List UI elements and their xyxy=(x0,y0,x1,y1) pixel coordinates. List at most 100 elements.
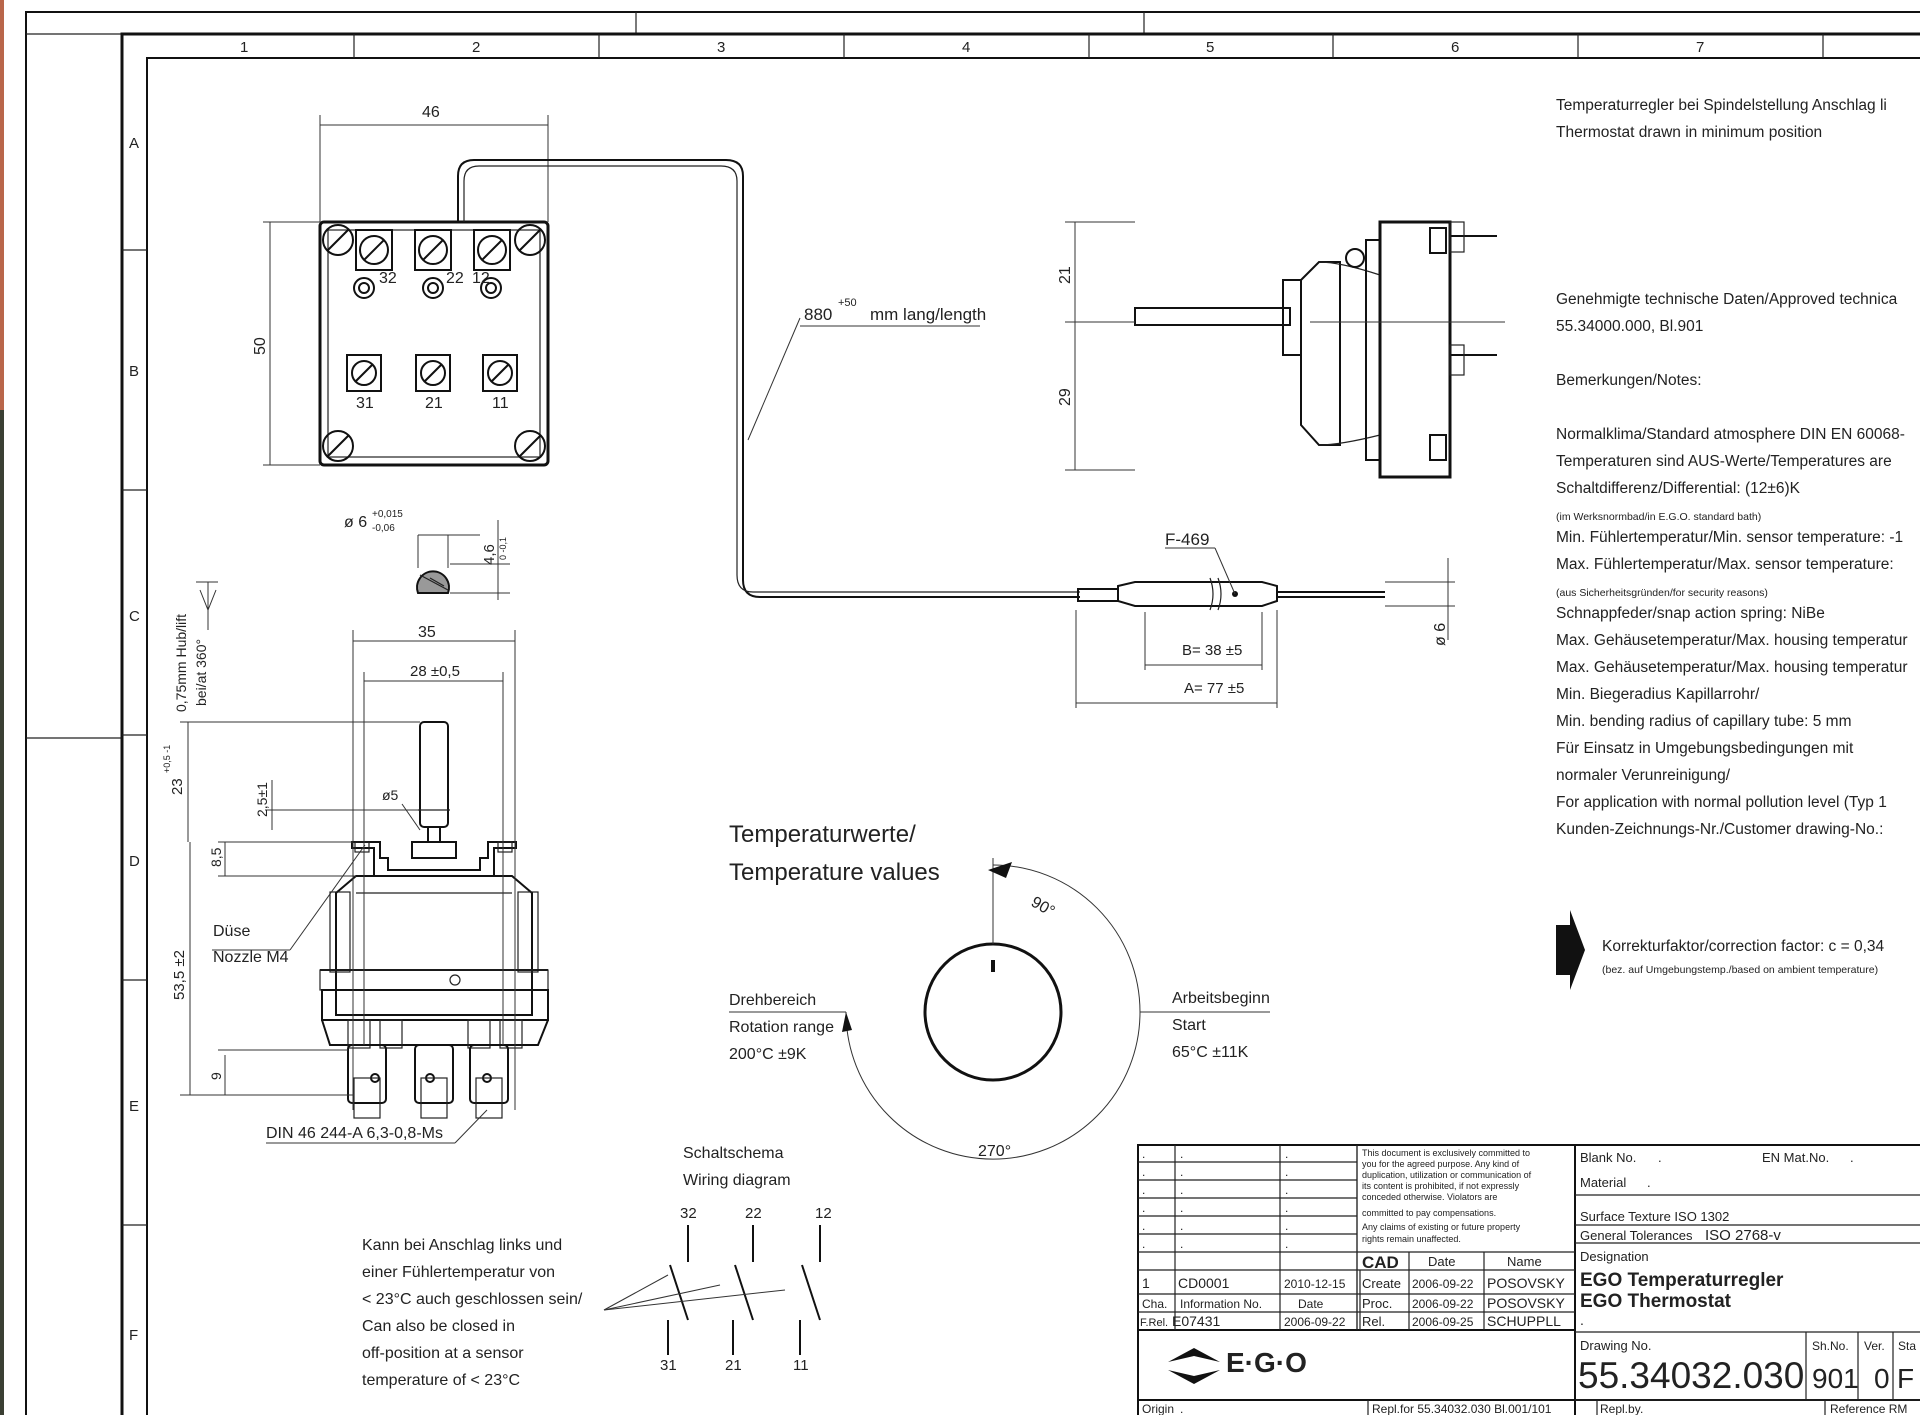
wire-top-22: 22 xyxy=(745,1205,762,1222)
general-tolerances: General Tolerances xyxy=(1580,1228,1693,1243)
origin-value: . xyxy=(1180,1402,1183,1415)
note-line: Temperaturen sind AUS-Werte/Temperatures… xyxy=(1556,453,1892,470)
create-date: 2006-09-22 xyxy=(1412,1277,1474,1291)
note-line: Max. Gehäusetemperatur/Max. housing temp… xyxy=(1556,659,1908,676)
shaft-diameter: ø 6 xyxy=(344,514,367,531)
rev-cell: . xyxy=(1285,1237,1288,1251)
rev-cell: . xyxy=(1285,1147,1288,1161)
e-number: E07431 xyxy=(1172,1313,1220,1329)
dim-9: 9 xyxy=(208,1072,224,1080)
proc-date: 2006-09-22 xyxy=(1412,1297,1474,1311)
ego-logo-text: E·G·O xyxy=(1226,1347,1307,1378)
date-header: Date xyxy=(1428,1254,1455,1269)
rev-cell: . xyxy=(1142,1147,1145,1161)
flat-dim: 4,6 xyxy=(481,544,498,565)
drawing-frame xyxy=(25,11,1920,1415)
thermostat-top-view: 32 22 12 31 21 11 46 50 xyxy=(252,104,550,467)
replaced-by-value: . xyxy=(1640,1402,1643,1415)
create-name: POSOVSKY xyxy=(1487,1275,1565,1291)
terminal-12-label: 12 xyxy=(472,270,490,287)
start-de: Arbeitsbeginn xyxy=(1172,990,1270,1007)
thermostat-side-view: 21 29 xyxy=(1057,220,1505,479)
wiring-note-2: einer Fühlertemperatur von xyxy=(362,1264,555,1281)
legal-text: Any claims of existing or future propert… xyxy=(1362,1222,1521,1232)
shaft-tol-upper: +0,015 xyxy=(372,509,403,520)
shaft-section-detail: ø 6 +0,015 -0,06 4,6 0 -0,1 xyxy=(344,509,510,600)
dim-2-5: 2,5±1 xyxy=(254,782,270,817)
grid-col-2: 2 xyxy=(472,39,480,56)
origin-label: Origin xyxy=(1142,1402,1174,1415)
temp-title-en: Temperature values xyxy=(729,859,940,886)
flat-tol: 0 -0,1 xyxy=(498,537,508,560)
rev-cell: . xyxy=(1142,1183,1145,1197)
reference-rm: Reference RM xyxy=(1830,1402,1907,1415)
note-line: Normalklima/Standard atmosphere DIN EN 6… xyxy=(1556,426,1905,443)
note-line: normaler Verunreinigung/ xyxy=(1556,767,1731,784)
rev-cell: . xyxy=(1180,1201,1183,1215)
legal-text: conceded otherwise. Violators are xyxy=(1362,1192,1497,1202)
rotation-range-en: Rotation range xyxy=(729,1019,834,1036)
wiring-note-6: temperature of < 23°C xyxy=(362,1372,520,1389)
surface-texture: Surface Texture ISO 1302 xyxy=(1580,1209,1729,1224)
grid-col-1: 1 xyxy=(240,39,248,56)
designation-en: EGO Thermostat xyxy=(1580,1291,1732,1312)
thermostat-front-view: 0,75mm Hub/lift bei/at 360° 35 28 ±0,5 2… xyxy=(162,581,549,1144)
version-number: 0 xyxy=(1874,1363,1890,1394)
note-line: Für Einsatz in Umgebungsbedingungen mit xyxy=(1556,740,1854,757)
blank-no-label: Blank No. xyxy=(1580,1150,1636,1165)
note-line: Min. bending radius of capillary tube: 5… xyxy=(1556,713,1852,730)
temperature-values: Temperaturwerte/ Temperature values 90° … xyxy=(729,821,1270,1160)
version-label: Ver. xyxy=(1864,1339,1885,1353)
dim-21: 21 xyxy=(1057,266,1074,284)
sheet-no-label: Sh.No. xyxy=(1812,1339,1849,1353)
material-value: . xyxy=(1647,1175,1651,1190)
lift-label: 0,75mm Hub/lift xyxy=(173,614,189,712)
status-value: F xyxy=(1897,1363,1914,1394)
rev-cell: . xyxy=(1180,1147,1183,1161)
ego-logo: E·G·O xyxy=(1168,1347,1307,1384)
legal-text: committed to pay compensations. xyxy=(1362,1208,1496,1218)
grid-col-3: 3 xyxy=(717,39,725,56)
date-label: Date xyxy=(1298,1297,1324,1311)
designation-label: Designation xyxy=(1580,1249,1649,1264)
rev-cell: . xyxy=(1285,1201,1288,1215)
terminal-21-label: 21 xyxy=(425,395,443,412)
terminal-22-label: 22 xyxy=(446,270,464,287)
grid-row-d: D xyxy=(129,853,140,870)
rev-cell: . xyxy=(1180,1237,1183,1251)
e-date: 2006-09-22 xyxy=(1284,1315,1346,1329)
status-label: Sta xyxy=(1898,1339,1916,1353)
note-position-en: Thermostat drawn in minimum position xyxy=(1556,124,1822,141)
note-approved-ref: 55.34000.000, Bl.901 xyxy=(1556,318,1703,335)
legal-text: duplication, utilization or communicatio… xyxy=(1362,1170,1532,1180)
note-line: Kunden-Zeichnungs-Nr./Customer drawing-N… xyxy=(1556,821,1883,838)
dim-b38: B= 38 ±5 xyxy=(1182,642,1242,659)
capillary-length: 880 xyxy=(804,305,832,324)
grid-row-f: F xyxy=(129,1327,138,1344)
arrow-icon xyxy=(1556,910,1585,990)
start-value: 65°C ±11K xyxy=(1172,1044,1249,1061)
en-mat-value: . xyxy=(1850,1150,1854,1165)
grid-col-4: 4 xyxy=(962,39,970,56)
wiring-note-1: Kann bei Anschlag links und xyxy=(362,1237,562,1254)
wire-bottom-11: 11 xyxy=(793,1357,809,1374)
sensor-bulb: F-469 B= 38 ±5 A= 77 ±5 ø 6 xyxy=(1075,530,1455,708)
designation-extra: . xyxy=(1580,1312,1584,1328)
drawing-no-label: Drawing No. xyxy=(1580,1338,1652,1353)
sheet-number: 901 xyxy=(1812,1363,1859,1394)
replaces-for: Repl.for 55.34032.030 Bl.001/101 xyxy=(1372,1402,1552,1415)
material-label: Material xyxy=(1580,1175,1626,1190)
wiring-diagram: Schaltschema Wiring diagram 32 22 12 31 … xyxy=(362,1145,832,1389)
lift-angle-label: bei/at 360° xyxy=(193,639,209,706)
din-spec: DIN 46 244-A 6,3-0,8-Ms xyxy=(266,1125,443,1142)
grid-row-b: B xyxy=(129,363,139,380)
note-line: (im Werksnormbad/in E.G.O. standard bath… xyxy=(1556,511,1761,523)
wire-bottom-21: 21 xyxy=(725,1357,742,1374)
cad-label: CAD xyxy=(1362,1253,1399,1272)
note-correction: Korrekturfaktor/correction factor: c = 0… xyxy=(1602,938,1885,955)
shaft-tol-lower: -0,06 xyxy=(372,523,395,534)
en-mat-label: EN Mat.No. xyxy=(1762,1150,1829,1165)
wire-top-32: 32 xyxy=(680,1205,697,1222)
terminal-11-label: 11 xyxy=(492,395,509,412)
rev-cell: . xyxy=(1142,1237,1145,1251)
